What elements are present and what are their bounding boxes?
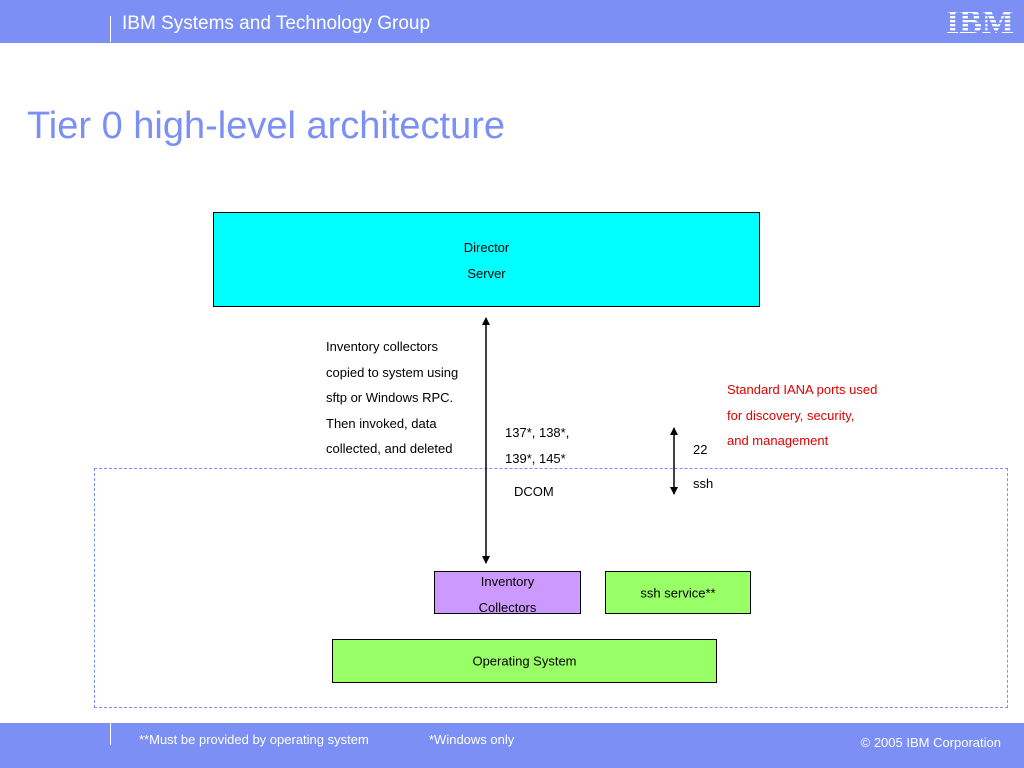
footer-note-windows: *Windows only xyxy=(429,732,515,747)
footer-bar: **Must be provided by operating system *… xyxy=(0,723,1024,768)
operating-system-box: Operating System xyxy=(332,639,717,683)
header-group-name: IBM Systems and Technology Group xyxy=(122,13,431,34)
footer-separator xyxy=(110,723,111,745)
slide-title: Tier 0 high-level architecture xyxy=(27,105,506,147)
inventory-collectors-box: Inventory Collectors xyxy=(434,571,581,615)
footer-copyright: © 2005 IBM Corporation xyxy=(860,735,1001,750)
header-bar: IBM Systems and Technology Group IBM xyxy=(0,0,1024,43)
ssh-service-box: ssh service** xyxy=(605,571,751,614)
iana-note: Standard IANA ports used for discovery, … xyxy=(727,382,878,448)
ssh-label: ssh xyxy=(693,476,714,491)
svg-text:IBM: IBM xyxy=(946,4,1014,36)
dcom-ports-label: 137*, 138*, 139*, 145* xyxy=(505,425,570,466)
footer-note-provided: **Must be provided by operating system xyxy=(139,732,369,747)
ibm-logo: IBM xyxy=(946,4,1014,36)
header-separator xyxy=(110,16,111,42)
dcom-label: DCOM xyxy=(514,484,554,499)
director-server-label: Director Server xyxy=(463,240,510,281)
ssh-port-label: 22 xyxy=(693,442,708,457)
inventory-note: Inventory collectors copied to system us… xyxy=(326,339,459,456)
inventory-collectors-label: Inventory Collectors xyxy=(478,574,537,615)
target-system-boundary xyxy=(94,468,1008,708)
operating-system-label: Operating System xyxy=(472,653,577,669)
ssh-service-label: ssh service** xyxy=(640,585,716,600)
director-server-box: Director Server xyxy=(213,212,760,307)
